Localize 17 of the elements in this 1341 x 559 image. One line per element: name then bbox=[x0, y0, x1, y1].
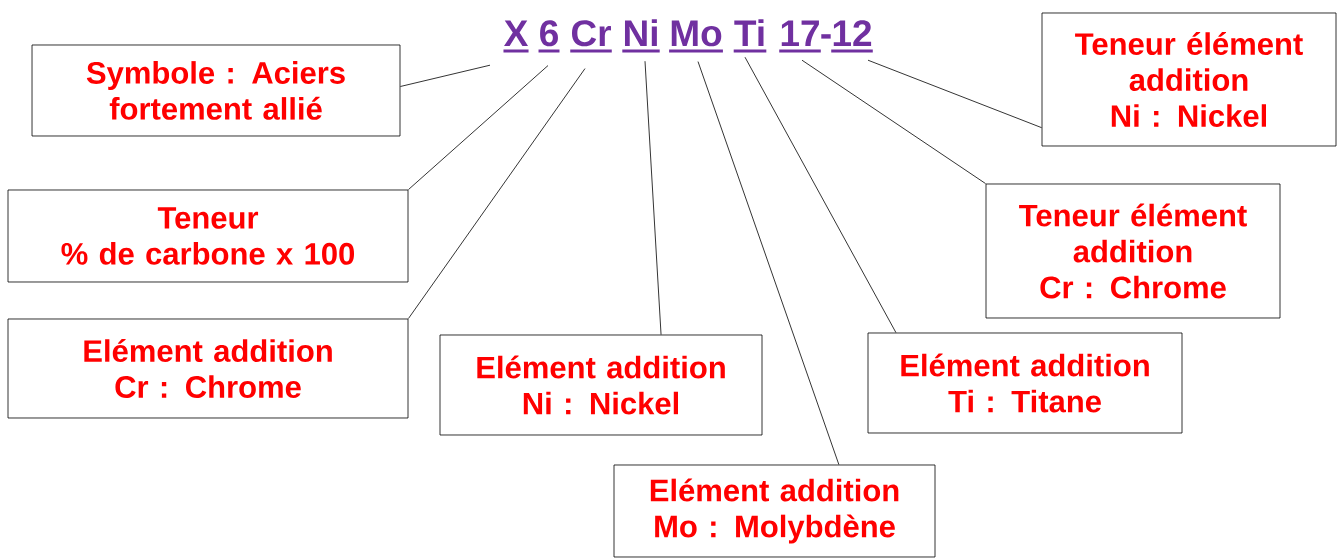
text-box: Elément addition Ti : Titane bbox=[867, 332, 1183, 434]
text-box: Elément addition Cr : Chrome bbox=[7, 318, 409, 419]
leader-line bbox=[408, 65, 549, 190]
leader-line bbox=[408, 68, 586, 319]
leader-line bbox=[801, 59, 986, 184]
text-box: Symbole : Aciers fortement allié bbox=[31, 44, 401, 137]
leader-line bbox=[644, 60, 662, 335]
text-box: Teneur élément addition Cr : Chrome bbox=[985, 183, 1281, 319]
text-box: Teneur élément addition Ni : Nickel bbox=[1041, 12, 1337, 147]
leader-line bbox=[697, 61, 840, 465]
text-box: Teneur % de carbone x 100 bbox=[7, 189, 409, 283]
leader-line bbox=[867, 59, 1042, 129]
leader-line bbox=[744, 56, 897, 333]
text-box: Elément addition Mo : Molybdène bbox=[613, 464, 936, 558]
text-box: Elément addition Ni : Nickel bbox=[439, 334, 763, 436]
separator-dash: - bbox=[821, 34, 831, 39]
leader-line bbox=[400, 64, 491, 87]
